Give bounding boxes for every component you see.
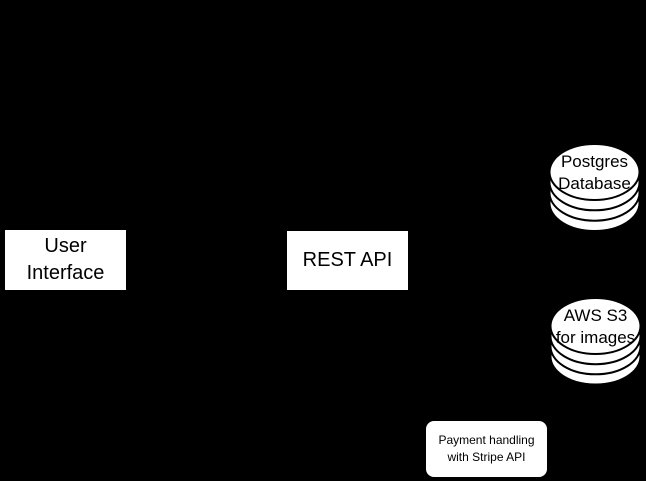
user-interface-label-line2: Interface: [26, 262, 105, 284]
aws-s3-label: AWS S3 for images: [549, 301, 642, 353]
database-cylinder-icon: [549, 297, 642, 386]
node-aws-s3: AWS S3 for images: [549, 297, 642, 386]
payment-label-line1: Payment handling: [438, 433, 535, 447]
node-payment-stripe: Payment handling with Stripe API: [426, 421, 547, 477]
user-interface-label-line1: User: [44, 235, 87, 257]
node-rest-api: REST API: [287, 231, 408, 290]
payment-label-line2: with Stripe API: [447, 450, 526, 464]
database-cylinder-icon: [548, 143, 641, 232]
postgres-database-label: Postgres Database: [548, 147, 641, 199]
node-user-interface: User Interface: [5, 230, 126, 290]
aws-s3-label-line1: AWS S3: [563, 306, 628, 325]
rest-api-label: REST API: [302, 249, 393, 271]
postgres-label-line2: Database: [558, 174, 631, 193]
node-postgres-database: Postgres Database: [548, 143, 641, 233]
aws-s3-label-line2: for images: [555, 328, 636, 347]
postgres-label-line1: Postgres: [560, 152, 629, 171]
